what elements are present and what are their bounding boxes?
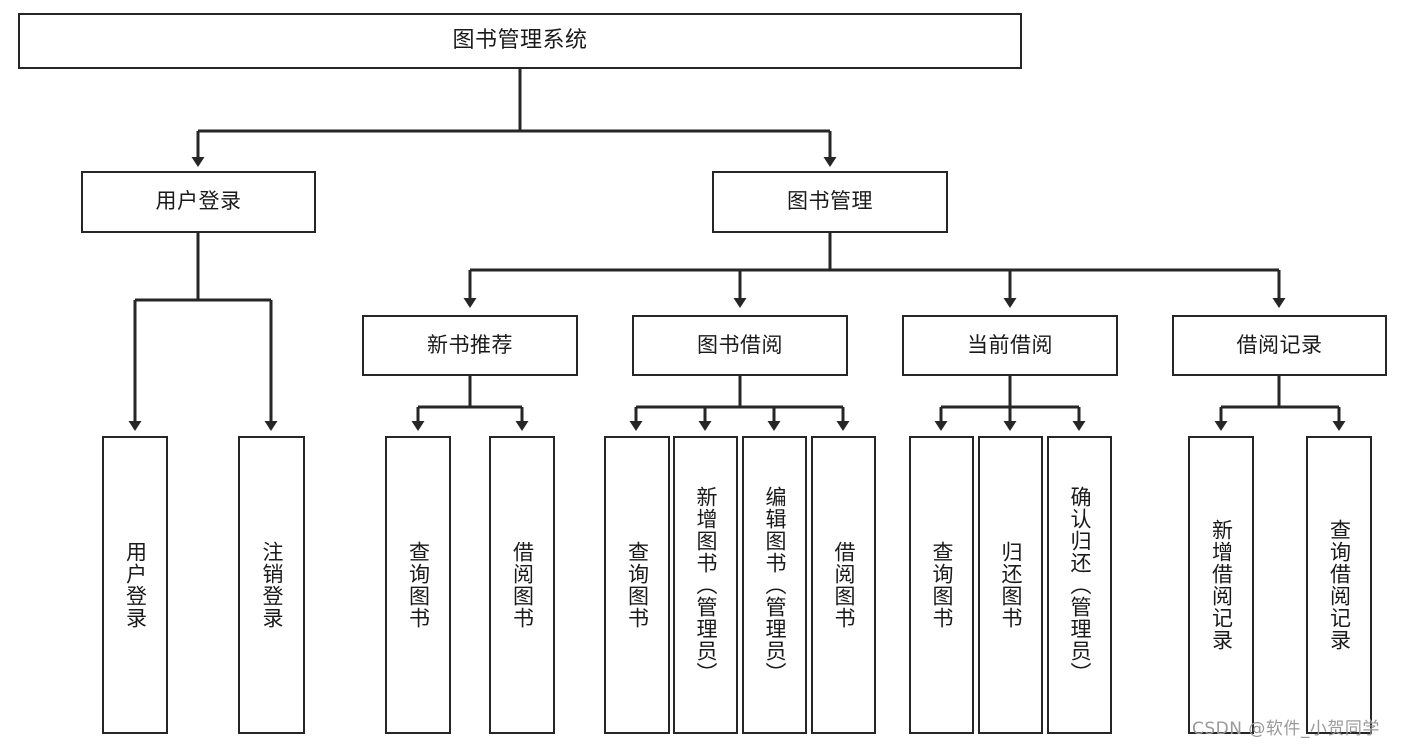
node-root-system[interactable]: 图书管理系统	[18, 13, 1022, 69]
node-label: 确认归还（管理员）	[1067, 486, 1092, 684]
node-label: 借阅图书	[831, 541, 856, 629]
leaf-borrow-book[interactable]: 借阅图书	[811, 436, 876, 734]
node-current-borrow[interactable]: 当前借阅	[902, 315, 1118, 376]
leaf-edit-book-admin[interactable]: 编辑图书（管理员）	[742, 436, 807, 734]
node-book-management[interactable]: 图书管理	[712, 171, 948, 233]
node-label: 图书管理	[787, 189, 873, 214]
node-label: 借阅图书	[510, 541, 535, 629]
node-label: 新增图书（管理员）	[693, 486, 718, 684]
node-label: 查询图书	[625, 541, 650, 629]
node-label: 用户登录	[123, 541, 148, 629]
node-label: 新书推荐	[427, 332, 513, 357]
node-label: 注销登录	[259, 541, 284, 629]
node-label: 用户登录	[155, 189, 242, 214]
leaf-confirm-return-admin[interactable]: 确认归还（管理员）	[1047, 436, 1112, 734]
leaf-return-book[interactable]: 归还图书	[978, 436, 1043, 734]
node-borrow-record[interactable]: 借阅记录	[1172, 315, 1387, 376]
node-label: 图书管理系统	[452, 27, 588, 53]
leaf-query-book-borrow[interactable]: 查询图书	[604, 436, 670, 734]
leaf-borrow-book-recommend[interactable]: 借阅图书	[489, 436, 555, 734]
leaf-add-borrow-record[interactable]: 新增借阅记录	[1188, 436, 1254, 734]
node-label: 编辑图书（管理员）	[762, 486, 787, 684]
leaf-query-borrow-record[interactable]: 查询借阅记录	[1306, 436, 1372, 734]
leaf-query-book-recommend[interactable]: 查询图书	[385, 436, 451, 734]
leaf-user-login[interactable]: 用户登录	[102, 436, 168, 734]
node-user-login[interactable]: 用户登录	[81, 171, 316, 233]
node-label: 查询图书	[406, 541, 431, 629]
node-label: 当前借阅	[967, 332, 1053, 357]
node-label: 借阅记录	[1236, 332, 1323, 357]
node-label: 新增借阅记录	[1209, 519, 1234, 651]
node-label: 归还图书	[998, 541, 1023, 629]
node-label: 查询借阅记录	[1327, 519, 1352, 651]
watermark-text: CSDN @软件_小贺同学	[1192, 719, 1380, 739]
leaf-logout[interactable]: 注销登录	[238, 436, 305, 734]
leaf-add-book-admin[interactable]: 新增图书（管理员）	[673, 436, 738, 734]
node-new-book-recommend[interactable]: 新书推荐	[362, 315, 578, 376]
node-book-borrow[interactable]: 图书借阅	[632, 315, 848, 376]
leaf-query-book-current[interactable]: 查询图书	[909, 436, 974, 734]
node-label: 图书借阅	[697, 332, 783, 357]
node-label: 查询图书	[929, 541, 954, 629]
